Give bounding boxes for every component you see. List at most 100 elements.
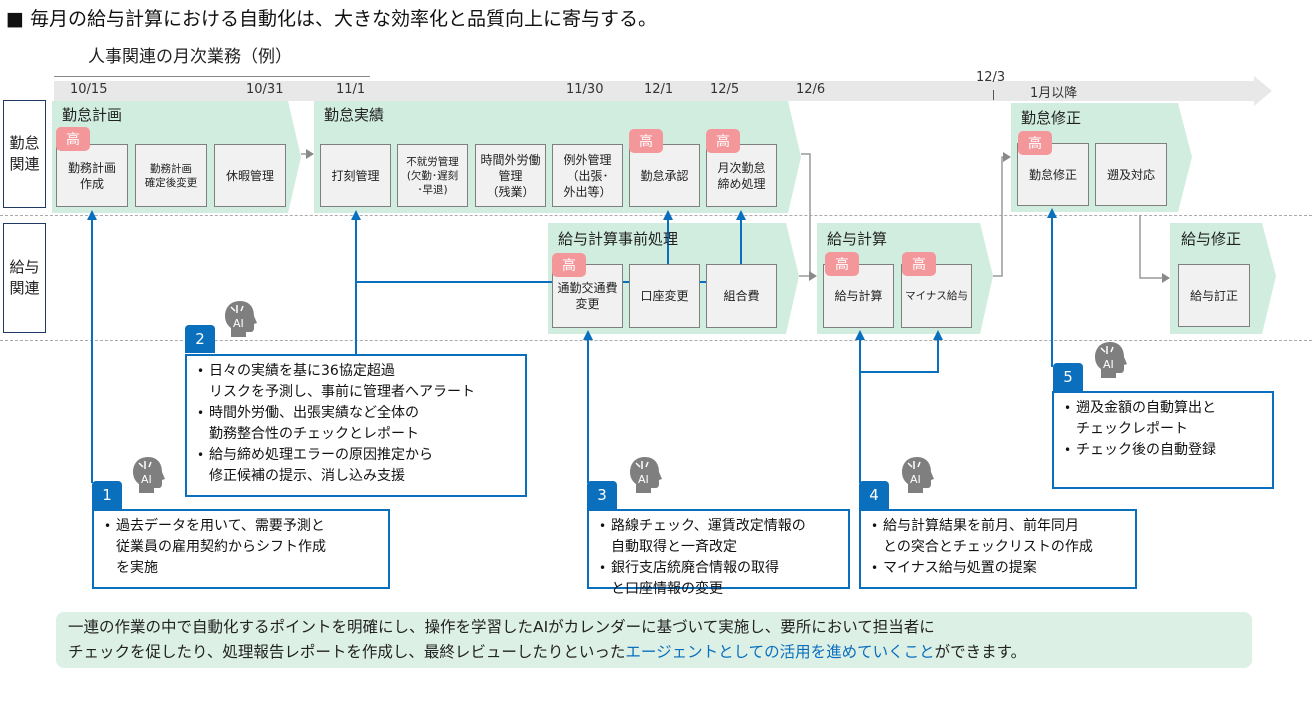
tick-10-31: 10/31 <box>246 82 284 97</box>
lane-divider <box>0 340 1312 341</box>
arrowhead-icon <box>809 271 817 281</box>
arrow-up-icon <box>933 330 943 340</box>
priority-badge: 高 <box>825 252 859 276</box>
task-label: 組合費 <box>723 289 760 303</box>
connector-calc-to-fix <box>993 156 1008 277</box>
phase-title-payroll-pre: 給与計算事前処理 <box>558 230 679 248</box>
task-absence-management[interactable]: 不就労管理 (欠勤･遅刻 ･早退) <box>397 144 468 207</box>
task-label: 給与計算 <box>834 289 883 303</box>
svg-text:AI: AI <box>638 473 649 486</box>
connector-actual-to-calc <box>801 153 815 277</box>
arrowhead-icon <box>306 149 314 159</box>
ai-bullet: 日々の実績を基に36協定超過 リスクを予測し、事前に管理者へアラート <box>197 361 517 403</box>
ai-head-icon: AI <box>133 457 165 493</box>
task-payroll-correction[interactable]: 給与訂正 <box>1178 264 1250 327</box>
svg-text:AI: AI <box>910 473 921 486</box>
lane-divider <box>0 215 1312 216</box>
tick-11-1: 11/1 <box>336 82 366 97</box>
ai-point-number: 3 <box>587 481 617 509</box>
task-label: 不就労管理 (欠勤･遅刻 ･早退) <box>406 155 459 196</box>
ai-point-2-box: 日々の実績を基に36協定超過 リスクを予測し、事前に管理者へアラート 時間外労働… <box>185 354 527 497</box>
timeline-arrow-icon <box>1254 76 1272 106</box>
task-label: 遡及対応 <box>1106 167 1155 182</box>
phase-title-payroll-fix: 給与修正 <box>1181 230 1242 248</box>
lane-label-payroll: 給与関連 <box>3 223 46 333</box>
ai-head-icon: AI <box>225 301 257 337</box>
ai-link-4-branch <box>860 334 939 373</box>
task-monthly-closing[interactable]: 月次勤怠 締め処理 <box>706 144 777 207</box>
task-exception-management[interactable]: 例外管理 （出張･ 外出等） <box>552 144 623 207</box>
task-label: 勤怠修正 <box>1028 167 1077 182</box>
svg-text:AI: AI <box>233 317 244 330</box>
arrowhead-icon <box>1162 273 1170 283</box>
lane-label-line: 関連 <box>9 279 40 297</box>
ai-bullet: チェック後の自動登録 <box>1064 440 1264 461</box>
task-label: 例外管理 （出張･ 外出等） <box>563 152 612 199</box>
tick-12-3: 12/3 <box>976 70 1006 85</box>
ai-head-icon: AI <box>630 457 662 493</box>
ai-bullet: 銀行支店統廃合情報の取得 と口座情報の変更 <box>599 558 840 600</box>
task-label: 休暇管理 <box>225 168 274 183</box>
task-retroactive[interactable]: 遡及対応 <box>1095 143 1167 206</box>
svg-text:AI: AI <box>141 473 152 486</box>
task-time-stamp[interactable]: 打刻管理 <box>320 144 391 207</box>
ai-bullet: 給与締め処理エラーの原因推定から 修正候補の提示、消し込み支援 <box>197 445 517 487</box>
ai-point-5-box: 遡及金額の自動算出と チェックレポート チェック後の自動登録 <box>1052 391 1274 489</box>
task-leave-management[interactable]: 休暇管理 <box>214 144 286 207</box>
tick-after-jan: 1月以降 <box>1030 86 1078 101</box>
task-label: 打刻管理 <box>331 168 380 183</box>
task-attendance-correction[interactable]: 勤怠修正 <box>1017 143 1089 206</box>
footer-line-2-pre: チェックを促したり、処理報告レポートを作成し、最終レビューしたりといった <box>68 643 626 661</box>
priority-badge: 高 <box>706 129 740 153</box>
task-label: 時間外労働 管理 （残業） <box>480 152 541 199</box>
ai-point-number: 4 <box>859 481 889 509</box>
footer-line-2-post: ができます。 <box>934 643 1027 661</box>
task-account-change[interactable]: 口座変更 <box>629 264 700 328</box>
phase-title-payroll-calc: 給与計算 <box>827 230 888 248</box>
ai-point-1-box: 過去データを用いて、需要予測と 従業員の雇用契約からシフト作成 を実施 <box>92 509 390 589</box>
phase-title-attendance-actual: 勤怠実績 <box>324 106 385 124</box>
task-label: 給与訂正 <box>1189 288 1238 303</box>
task-shift-plan-create[interactable]: 勤務計画 作成 <box>56 144 128 207</box>
connector-fix-to-payfix <box>1139 215 1166 279</box>
ai-head-icon: AI <box>1095 342 1127 378</box>
lane-label-line: 関連 <box>9 155 40 173</box>
task-label: 勤務計画 作成 <box>67 160 116 191</box>
lane-label-line: 勤怠 <box>9 134 40 152</box>
priority-badge: 高 <box>902 252 936 276</box>
arrow-up-icon <box>736 210 746 220</box>
timeline-bar <box>54 81 1254 101</box>
subheading-underline <box>54 76 370 77</box>
priority-badge: 高 <box>552 253 586 277</box>
task-label: 勤怠承認 <box>640 168 689 183</box>
ai-point-4-box: 給与計算結果を前月、前年同月 との突合とチェックリストの作成 マイナス給与処置の… <box>859 509 1137 589</box>
svg-text:AI: AI <box>1103 358 1114 371</box>
priority-badge: 高 <box>629 129 663 153</box>
arrow-up-icon <box>351 210 361 220</box>
ai-point-3-box: 路線チェック、運賃改定情報の 自動取得と一斉改定 銀行支店統廃合情報の取得 と口… <box>587 509 850 597</box>
tick-11-30: 11/30 <box>566 82 604 97</box>
tick-12-1: 12/1 <box>644 82 674 97</box>
ai-bullet: マイナス給与処置の提案 <box>871 558 1127 579</box>
tick-12-5: 12/5 <box>710 82 740 97</box>
arrow-up-icon <box>663 210 673 220</box>
task-union-fee[interactable]: 組合費 <box>706 264 777 328</box>
task-label: マイナス給与 <box>905 290 968 302</box>
footer-line-2: チェックを促したり、処理報告レポートを作成し、最終レビューしたりといったエージェ… <box>68 640 1240 665</box>
ai-point-number: 5 <box>1053 363 1083 391</box>
tick-12-6: 12/6 <box>796 82 826 97</box>
task-overtime-management[interactable]: 時間外労働 管理 （残業） <box>475 144 546 207</box>
ai-point-number: 2 <box>185 325 215 353</box>
ai-bullet: 遡及金額の自動算出と チェックレポート <box>1064 398 1264 440</box>
task-attendance-approval[interactable]: 勤怠承認 <box>629 144 700 207</box>
footer-summary: 一連の作業の中で自動化するポイントを明確にし、操作を学習したAIがカレンダーに基… <box>56 612 1252 668</box>
task-label: 口座変更 <box>640 289 689 303</box>
lane-label-line: 給与 <box>9 258 40 276</box>
ai-bullet: 給与計算結果を前月、前年同月 との突合とチェックリストの作成 <box>871 516 1127 558</box>
lane-label-attendance: 勤怠関連 <box>3 100 46 208</box>
ai-point-number: 1 <box>92 481 122 509</box>
ai-bullet: 時間外労働、出張実績など全体の 勤務整合性のチェックとレポート <box>197 403 517 445</box>
phase-title-attendance-fix: 勤怠修正 <box>1021 109 1082 127</box>
headline: ■ 毎月の給与計算における自動化は、大きな効率化と品質向上に寄与する。 <box>6 8 657 30</box>
task-shift-plan-change[interactable]: 勤務計画 確定後変更 <box>135 144 207 207</box>
